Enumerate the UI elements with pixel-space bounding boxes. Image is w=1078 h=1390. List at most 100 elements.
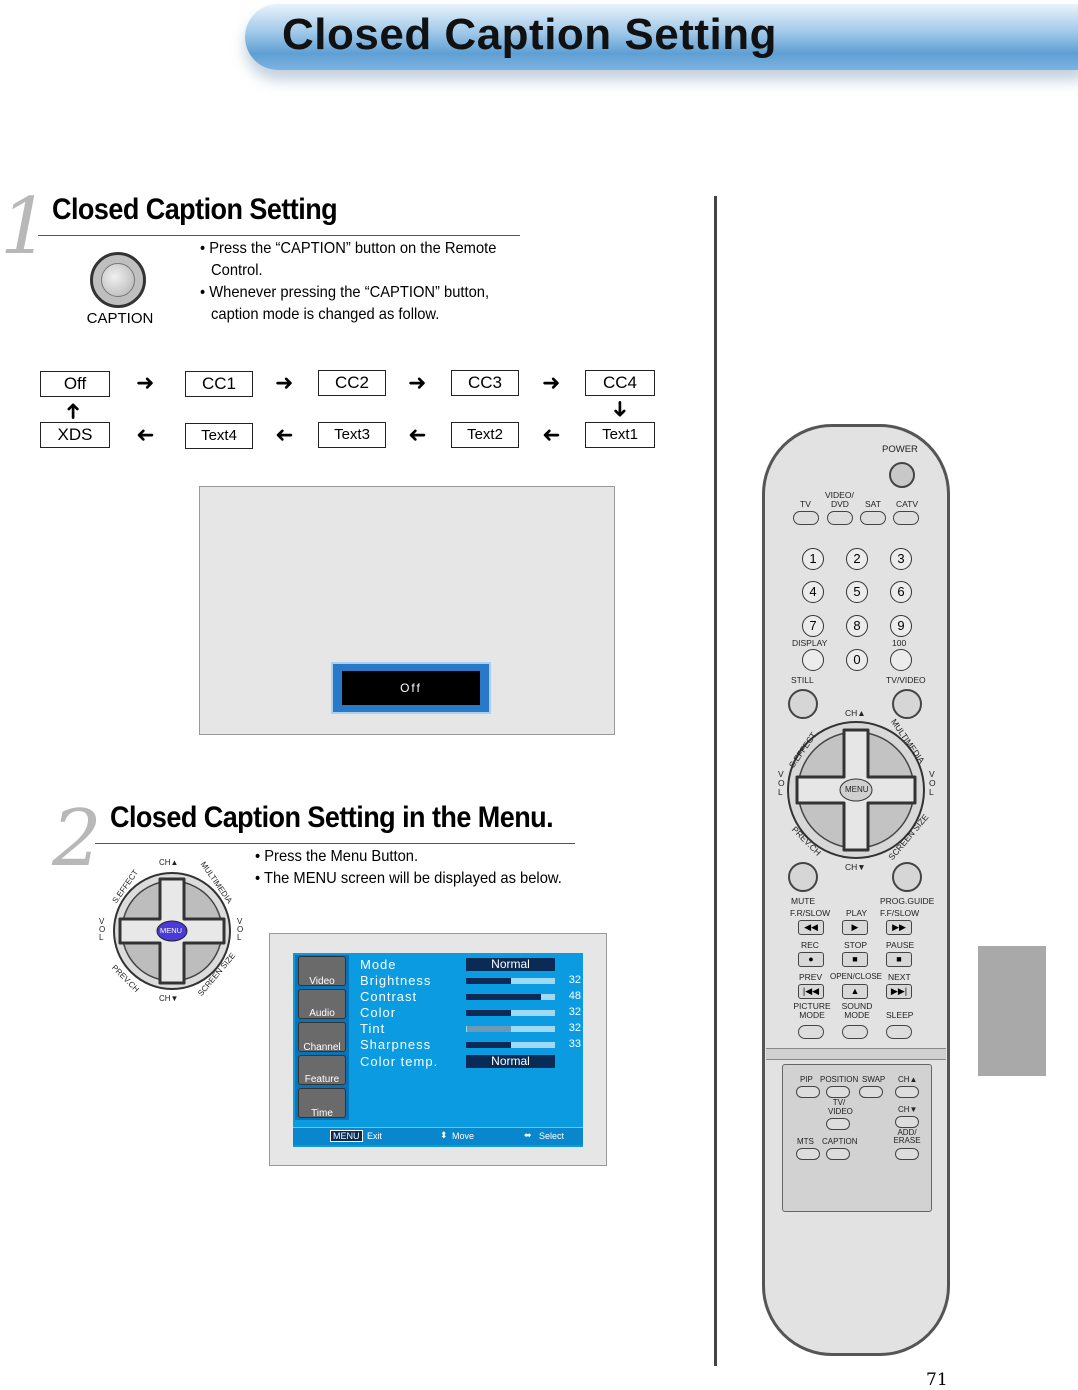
menu-row-tint-bar[interactable] (466, 1026, 555, 1032)
record-icon[interactable]: ● (798, 952, 824, 967)
arrow-left-icon: ➜ (275, 422, 294, 447)
tv-mode-button[interactable] (793, 511, 819, 525)
remote-navigation-pad-icon[interactable] (781, 706, 931, 876)
digit-2-button[interactable]: 2 (846, 548, 868, 570)
pause-icon[interactable]: ■ (886, 952, 912, 967)
channel-icon[interactable] (298, 1022, 346, 1052)
sat-mode-button[interactable] (860, 511, 886, 525)
ch-down2-button[interactable] (895, 1116, 919, 1128)
next-label: NEXT (888, 972, 911, 982)
menu-footer (293, 1127, 583, 1145)
mute-button[interactable] (788, 862, 818, 892)
next-track-icon[interactable]: ▶▶| (886, 984, 912, 999)
menu-row-tint-label[interactable]: Tint (360, 1021, 386, 1036)
time-icon[interactable] (298, 1088, 346, 1118)
feature-icon[interactable] (298, 1055, 346, 1085)
menu-row-mode-label[interactable]: Mode (360, 957, 397, 972)
menu-row-colortemp-value[interactable]: Normal (466, 1055, 555, 1068)
remote-menu-label[interactable]: MENU (845, 785, 869, 794)
mts-button[interactable] (796, 1148, 820, 1160)
section2-title: Closed Caption Setting in the Menu. (110, 801, 554, 834)
pad-menu-label: MENU (160, 926, 183, 935)
catv-mode-button[interactable] (893, 511, 919, 525)
play-label: PLAY (846, 908, 868, 918)
menu-row-sharpness-value: 33 (568, 1038, 581, 1050)
digit-3-button[interactable]: 3 (890, 548, 912, 570)
dvd-mode-button[interactable] (827, 511, 853, 525)
menu-side-channel[interactable]: Channel (303, 1042, 341, 1053)
power-button-icon[interactable] (889, 462, 915, 488)
digit-5-button[interactable]: 5 (846, 581, 868, 603)
prev-track-icon[interactable]: |◀◀ (798, 984, 824, 999)
page-number: 71 (926, 1370, 948, 1390)
digit-8-button[interactable]: 8 (846, 615, 868, 637)
prog-guide-button[interactable] (892, 862, 922, 892)
hundred-button[interactable] (890, 649, 912, 671)
display-button[interactable] (802, 649, 824, 671)
menu-row-contrast-bar[interactable] (466, 994, 555, 1000)
menu-row-brightness-bar[interactable] (466, 978, 555, 984)
eject-icon[interactable]: ▲ (842, 984, 868, 999)
menu-side-time[interactable]: Time (311, 1108, 333, 1119)
digit-1-button[interactable]: 1 (802, 548, 824, 570)
menu-osd: Video Audio Channel Feature Time Mode No… (293, 953, 583, 1147)
menu-row-contrast-label[interactable]: Contrast (360, 989, 418, 1004)
add-erase-button[interactable] (895, 1148, 919, 1160)
cover-hinge (766, 1048, 946, 1060)
position-button[interactable] (826, 1086, 850, 1098)
sound-mode-button[interactable] (842, 1025, 868, 1039)
ch-down2-label: CH▼ (898, 1105, 918, 1114)
tv-video-button[interactable] (892, 689, 922, 719)
mute-label: MUTE (791, 896, 816, 906)
digit-9-button[interactable]: 9 (890, 615, 912, 637)
video-icon[interactable] (298, 956, 346, 986)
ch-up2-label: CH▲ (898, 1075, 918, 1084)
stop-icon[interactable]: ■ (842, 952, 868, 967)
menu-row-colortemp-label[interactable]: Color temp. (360, 1054, 439, 1069)
ch-up2-button[interactable] (895, 1086, 919, 1098)
swap-button[interactable] (859, 1086, 883, 1098)
tv-video2-button[interactable] (826, 1118, 850, 1130)
digit-7-button[interactable]: 7 (802, 615, 824, 637)
mode-box-xds: XDS (40, 422, 110, 448)
menu-row-sharpness-bar[interactable] (466, 1042, 555, 1048)
menu-side-audio[interactable]: Audio (309, 1008, 335, 1019)
caption-button-icon (90, 252, 146, 308)
caption-osd-frame: Off (331, 662, 491, 714)
menu-row-color-bar[interactable] (466, 1010, 555, 1016)
digit-4-button[interactable]: 4 (802, 581, 824, 603)
mode-box-off: Off (40, 371, 110, 397)
sleep-button[interactable] (886, 1025, 912, 1039)
picture-mode-button[interactable] (798, 1025, 824, 1039)
display-label: DISPLAY (792, 638, 828, 648)
still-button[interactable] (788, 689, 818, 719)
leftright-arrow-icon: ⬌ (524, 1130, 532, 1140)
prog-guide-label: PROG.GUIDE (880, 896, 935, 906)
menu-move-label: Move (452, 1131, 475, 1141)
open-close-label: OPEN/CLOSE (830, 972, 883, 981)
menu-row-sharpness-label[interactable]: Sharpness (360, 1037, 432, 1052)
menu-side-feature[interactable]: Feature (304, 1074, 340, 1085)
caption-remote-label: CAPTION (822, 1137, 858, 1146)
menu-row-brightness-label[interactable]: Brightness (360, 973, 432, 988)
dvd-label: DVD (831, 499, 849, 509)
remote-ch-up-label: CH▲ (845, 708, 866, 718)
pad-ch-down-label: CH▼ (159, 994, 179, 1003)
pip-button[interactable] (796, 1086, 820, 1098)
caption-remote-button[interactable] (826, 1148, 850, 1160)
section1-bullets: • Press the “CAPTION” button on the Remo… (200, 238, 517, 326)
audio-icon[interactable] (298, 989, 346, 1019)
fast-forward-icon[interactable]: ▶▶ (886, 920, 912, 935)
digit-0-button[interactable]: 0 (846, 649, 868, 671)
caption-osd-value: Off (342, 671, 480, 705)
menu-row-mode-value[interactable]: Normal (466, 958, 555, 971)
menu-select-label: Select (539, 1131, 565, 1141)
digit-6-button[interactable]: 6 (890, 581, 912, 603)
menu-side-video[interactable]: Video (309, 976, 335, 987)
section2-bullet-2: • The MENU screen will be displayed as b… (255, 870, 562, 887)
menu-row-color-label[interactable]: Color (360, 1005, 397, 1020)
play-icon[interactable]: ▶ (842, 920, 868, 935)
pip-label: PIP (800, 1075, 813, 1084)
title-banner (245, 4, 1078, 70)
rewind-icon[interactable]: ◀◀ (798, 920, 824, 935)
